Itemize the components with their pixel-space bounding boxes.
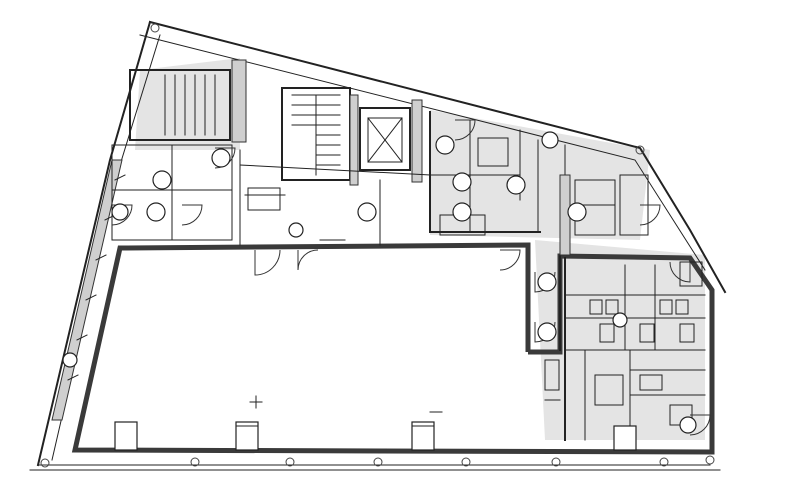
column-marker-icon [461,457,471,467]
fixture-circle-icon [62,352,78,368]
shaded-service-zones [135,58,705,440]
column-marker-icon [190,457,200,467]
column-marker-icon [40,458,50,468]
fixture-circle-icon [211,148,231,168]
column-marker-icon [373,457,383,467]
door-swing-icon [181,204,203,226]
door-swing-icon [499,249,521,271]
column-marker-icon [635,145,645,155]
stair-core-west [111,59,247,241]
door-swing-icon [214,147,236,169]
fixture-circle-icon [111,203,129,221]
fixture-circle-icon [146,202,166,222]
door-swing-icon [254,249,281,276]
fixture-circle-icon [537,322,557,342]
fixture-circle-icon [452,172,472,192]
fixture-circle-icon [435,135,455,155]
fixture-circle-icon [537,272,557,292]
fixture-circle-icon [679,416,697,434]
column-marker-icon [705,455,715,465]
fixture-circle-icon [612,312,628,328]
main-hall-wall [71,242,715,455]
restroom-block-east [544,257,706,441]
door-swing-icon [689,414,711,436]
fixture-circle-icon [357,202,377,222]
door-swings [111,119,711,436]
column-marker-icon [551,457,561,467]
dimension-ticks [249,239,561,413]
fixture-circle-icon [452,202,472,222]
door-swing-icon [111,204,133,226]
column-marker-icon [659,457,669,467]
column-marker-icon [285,457,295,467]
column-marker-icon [150,23,160,33]
fixture-circle-icon [506,175,526,195]
door-swing-icon [454,119,476,141]
door-swing-icon [669,261,691,283]
fixture-circle-icon [288,222,304,238]
column-markers [40,23,715,468]
south-wall-openings [114,421,637,451]
door-swing-icon [639,204,661,226]
fixture-circle-icon [152,170,172,190]
fixture-markers [62,131,697,434]
stair-core-center [281,87,359,186]
corridor-north [239,149,431,246]
door-swing-icon [297,249,319,271]
elevator-shaft [359,99,423,183]
fixture-circle-icon [567,202,587,222]
fixture-circle-icon [541,131,559,149]
